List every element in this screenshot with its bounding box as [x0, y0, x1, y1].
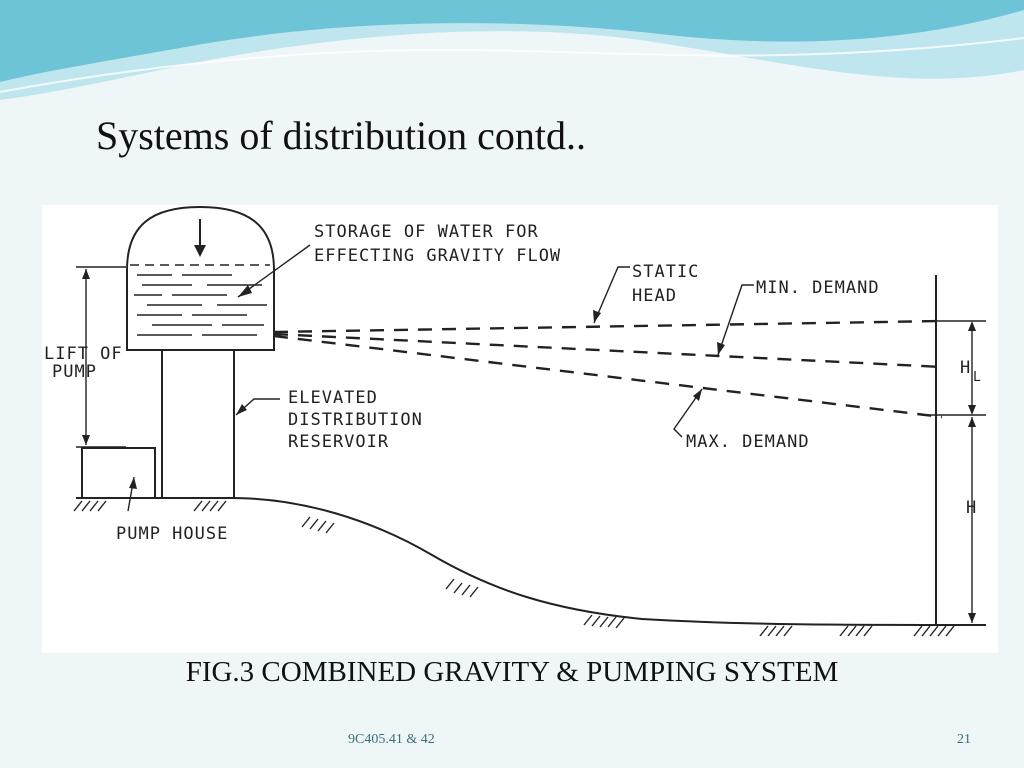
- static-leader: [593, 266, 630, 324]
- min-demand-label: MIN. DEMAND: [756, 278, 880, 298]
- storage-leader: [237, 244, 311, 298]
- static-head-label-line1: STATIC: [632, 262, 699, 282]
- wave-front: [0, 0, 1024, 82]
- reservoir-label-line3: RESERVOIR: [288, 432, 389, 452]
- lift-arrow-up: [82, 269, 90, 279]
- lift-arrow-down: [82, 435, 90, 445]
- max-demand-label: MAX. DEMAND: [686, 432, 810, 452]
- max-demand-line: [273, 334, 943, 419]
- footer-code: 9C405.41 & 42: [348, 732, 435, 747]
- h-label: H: [966, 498, 977, 518]
- reservoir-leader-arrow: [236, 404, 247, 415]
- storage-label-line1: STORAGE OF WATER FOR: [314, 222, 539, 242]
- reservoir-tower: [161, 349, 235, 499]
- h-arrow-up: [968, 417, 976, 427]
- max-demand-leader-arrow: [693, 389, 702, 401]
- min-demand-leader-arrow: [717, 342, 725, 355]
- ground-profile: [76, 497, 987, 626]
- slide-title: Systems of distribution contd..: [96, 113, 586, 158]
- page-number: 21: [957, 732, 971, 747]
- h-arrow-down: [968, 613, 976, 623]
- figure-caption: FIG.3 COMBINED GRAVITY & PUMPING SYSTEM: [185, 656, 839, 688]
- hl-subscript: L: [973, 370, 982, 385]
- hl-arrow-up: [968, 321, 976, 331]
- static-head-line: [273, 319, 943, 334]
- min-demand-line: [273, 332, 943, 369]
- gravity-pumping-diagram: STORAGE OF WATER FOR EFFECTING GRAVITY F…: [44, 205, 987, 637]
- static-leader-arrow: [593, 310, 601, 323]
- water-hatching: [134, 274, 267, 336]
- max-demand-leader: [673, 388, 703, 438]
- reservoir-label-line1: ELEVATED: [288, 388, 378, 408]
- lift-label-line2: PUMP: [52, 362, 97, 382]
- reservoir-label-line2: DISTRIBUTION: [288, 410, 423, 430]
- hl-arrow-down: [968, 405, 976, 415]
- pump-house: [81, 447, 156, 498]
- pump-house-leader-arrow: [129, 477, 137, 489]
- inflow-arrow-head: [194, 245, 206, 257]
- wave-highlight: [0, 37, 1024, 93]
- reservoir-dome: [126, 205, 275, 351]
- hl-label: H: [960, 358, 971, 378]
- pump-house-label: PUMP HOUSE: [116, 524, 228, 544]
- static-head-label-line2: HEAD: [632, 286, 677, 306]
- min-demand-leader: [717, 284, 754, 356]
- storage-label-line2: EFFECTING GRAVITY FLOW: [314, 246, 561, 266]
- ground-hatching: [73, 500, 955, 637]
- storage-leader-arrow: [238, 285, 252, 297]
- lift-label-line1: LIFT OF: [44, 344, 123, 364]
- header-wave-decoration: [0, 0, 1024, 100]
- figure-panel: STORAGE OF WATER FOR EFFECTING GRAVITY F…: [42, 205, 998, 653]
